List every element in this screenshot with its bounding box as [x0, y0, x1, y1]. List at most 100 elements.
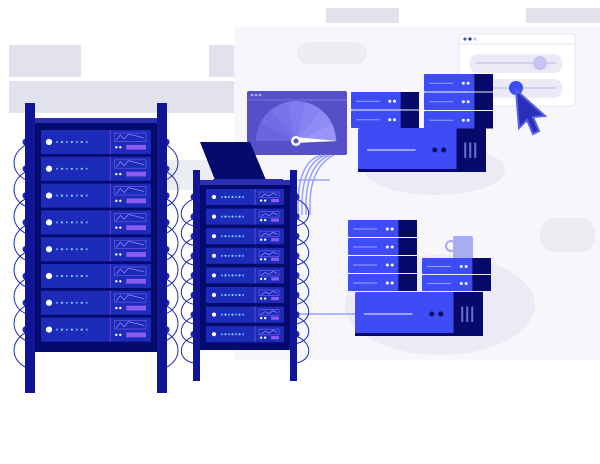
chart-line — [260, 290, 278, 296]
status-led — [75, 328, 78, 331]
rack-post — [290, 170, 297, 381]
status-led — [238, 235, 241, 238]
led — [119, 306, 122, 310]
led — [263, 258, 267, 261]
led — [263, 277, 267, 281]
server-unit — [41, 156, 151, 181]
power-led — [211, 332, 217, 337]
chart-line — [260, 329, 278, 335]
led — [259, 297, 263, 300]
placeholder-block — [9, 45, 81, 77]
status-led — [55, 248, 59, 251]
led — [393, 118, 397, 122]
status-led — [80, 274, 83, 278]
status-led — [220, 254, 224, 257]
status-led — [80, 167, 83, 170]
chart-icon — [113, 186, 147, 196]
slider-thumb[interactable] — [509, 81, 523, 95]
status-led — [60, 248, 64, 251]
status-led — [231, 254, 234, 257]
status-led — [231, 313, 234, 316]
rack-post — [193, 170, 200, 381]
server-side — [400, 110, 419, 128]
vent — [471, 306, 474, 322]
status-led — [65, 167, 68, 170]
vent — [461, 306, 464, 322]
chart-icon — [113, 266, 147, 276]
status-led — [70, 140, 73, 144]
status-led — [75, 301, 78, 304]
status-led — [75, 167, 78, 170]
accent-bar — [126, 332, 146, 338]
chart-icon — [113, 213, 147, 223]
status-led — [75, 248, 78, 251]
server-side — [398, 220, 417, 237]
power-led — [211, 214, 217, 219]
status-led — [238, 215, 241, 218]
status-led — [60, 274, 64, 278]
status-led — [231, 274, 234, 277]
slider-thumb[interactable] — [533, 56, 547, 70]
led — [259, 316, 263, 320]
server-unit — [206, 228, 284, 245]
led — [388, 118, 392, 122]
server-unit-face — [41, 183, 151, 208]
accent-bar — [271, 296, 279, 301]
gauge-window — [247, 91, 347, 155]
status-led — [80, 140, 83, 144]
led — [466, 118, 470, 122]
led — [432, 147, 438, 153]
server-side — [453, 292, 483, 336]
gauge-segment — [296, 109, 333, 141]
led — [259, 277, 263, 281]
server-base-bottom — [355, 292, 483, 336]
led — [388, 99, 392, 103]
server-foot — [358, 169, 486, 172]
status-led — [60, 301, 64, 304]
led — [466, 100, 470, 104]
status-led — [60, 167, 64, 170]
led — [263, 297, 267, 300]
status-led — [65, 301, 68, 304]
status-led — [85, 221, 88, 224]
status-led — [241, 235, 245, 238]
led — [464, 282, 468, 285]
accent-bar — [126, 144, 146, 150]
status-led — [231, 215, 234, 218]
chart-line — [260, 251, 278, 256]
placeholder-block — [326, 8, 399, 23]
chart-icon — [113, 320, 147, 330]
led — [459, 282, 463, 285]
chart-icon — [113, 239, 147, 249]
status-led — [65, 221, 68, 224]
server-base — [358, 128, 486, 172]
server-unit-face — [41, 210, 151, 235]
status-led — [75, 194, 78, 197]
led — [461, 100, 465, 104]
status-led — [241, 215, 245, 218]
gauge-segment — [296, 123, 336, 141]
gauge-segment — [256, 123, 296, 141]
server-base — [355, 292, 483, 336]
led — [385, 245, 389, 249]
led — [115, 333, 118, 337]
status-led — [80, 248, 83, 251]
led — [115, 280, 118, 283]
chart-line — [260, 231, 278, 237]
status-led — [85, 328, 88, 331]
power-led — [45, 165, 53, 172]
status-led — [75, 274, 78, 278]
chart-line — [116, 240, 145, 248]
server-unit — [41, 317, 151, 342]
status-led — [238, 293, 241, 297]
server-stack-top-left — [351, 92, 419, 128]
chart-line — [116, 294, 145, 302]
status-led — [75, 221, 78, 224]
led — [459, 265, 463, 268]
status-led — [220, 195, 224, 199]
server-unit — [41, 237, 151, 262]
led — [429, 311, 435, 317]
chart-icon — [113, 132, 147, 142]
status-led — [80, 301, 83, 304]
server-unit — [206, 306, 284, 323]
